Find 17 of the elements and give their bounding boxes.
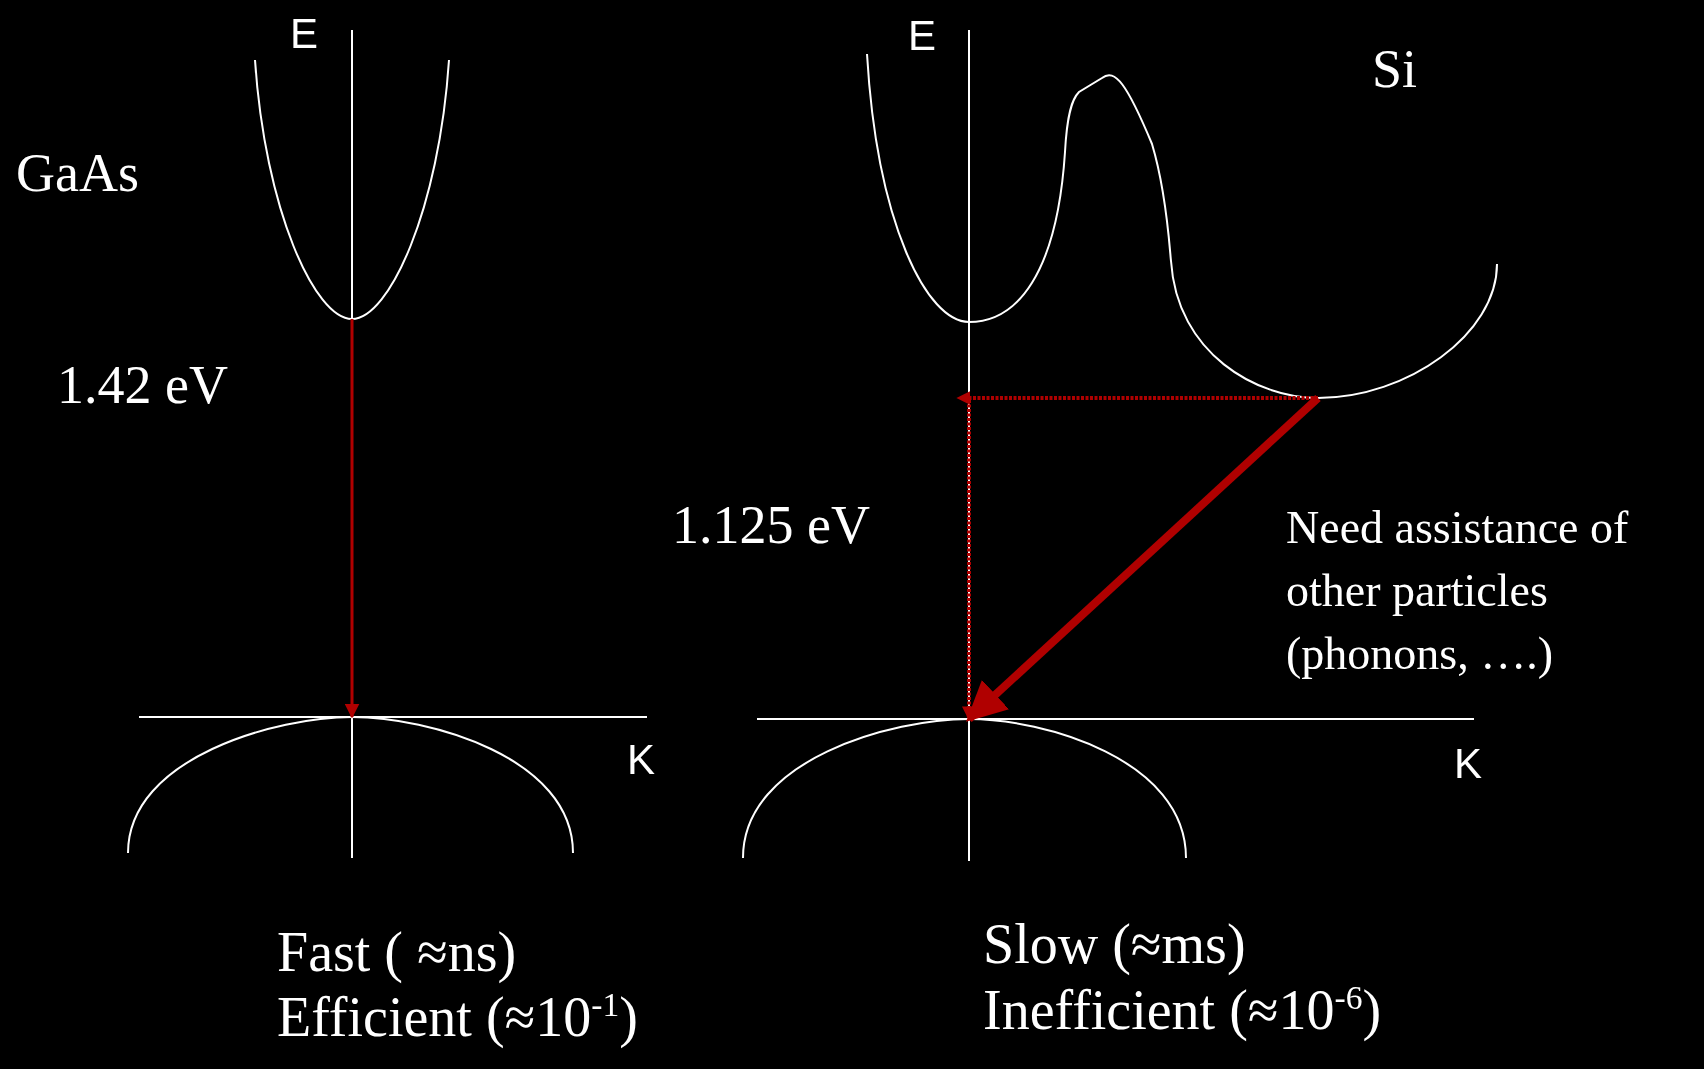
axis-label: E: [290, 10, 318, 59]
axis-label: K: [1454, 740, 1482, 789]
speed-text: Slow (≈ms): [983, 912, 1246, 976]
material-label: GaAs: [16, 142, 139, 205]
material-label: Si: [1372, 38, 1418, 101]
efficiency-text: Efficient (≈10$^{-1}$): [277, 985, 638, 1049]
valence-band-curve: [128, 717, 573, 853]
conduction-band-curve: [255, 60, 449, 319]
bandgap-label: 1.42 eV: [57, 354, 228, 417]
axis-label: E: [908, 12, 936, 61]
transition-arrow: [344, 319, 360, 719]
axis-label: K: [627, 736, 655, 785]
speed-text: Fast ( ≈ns): [277, 920, 517, 984]
bandgap-label: 1.125 eV: [672, 494, 870, 557]
efficiency-text: Inefficient (≈10$^{-6}$): [983, 978, 1382, 1042]
note-text: Need assistance of other particles (phonons, ….): [1286, 501, 1630, 681]
valence-band-curve: [743, 719, 1186, 858]
